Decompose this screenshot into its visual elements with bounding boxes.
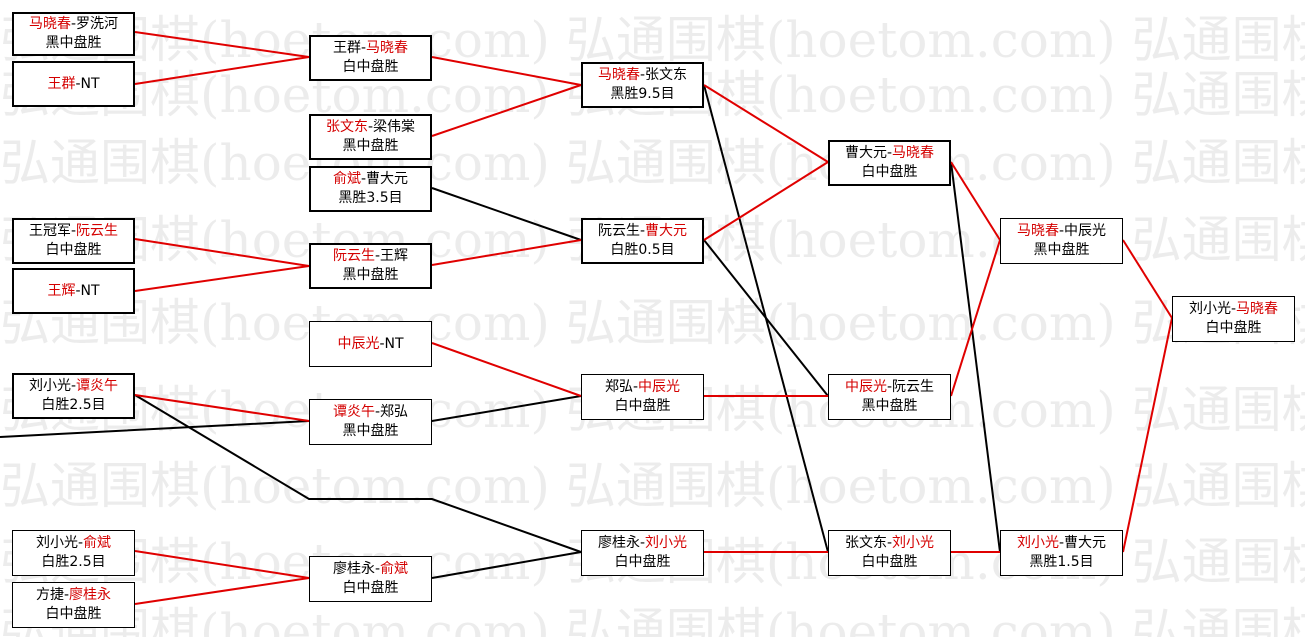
match-box-final: 刘小光-马晓春 白中盘胜 [1172, 296, 1295, 342]
watermark: 弘通围棋(hoetom.com) 弘通围棋(hoetom.com) 弘通围棋(h… [0, 603, 1305, 637]
match-box: 中辰光-阮云生 黑中盘胜 [828, 374, 951, 420]
watermark: 弘通围棋(hoetom.com) 弘通围棋(hoetom.com) 弘通围棋(h… [0, 11, 1305, 69]
match-box: 阮云生-曹大元 白胜0.5目 [581, 218, 704, 264]
match-box: 王群-马晓春 白中盘胜 [309, 35, 432, 81]
match-result: 黑胜1.5目 [1029, 554, 1094, 570]
match-result: 白胜2.5目 [41, 554, 106, 570]
match-players: 刘小光-谭炎午 [28, 378, 119, 394]
match-players: 俞斌-曹大元 [332, 171, 409, 187]
match-box: 刘小光-曹大元 黑胜1.5目 [1000, 530, 1123, 576]
match-players: 张文东-刘小光 [844, 535, 935, 551]
match-result: 黑中盘胜 [861, 398, 918, 414]
connector-line-loser [703, 239, 829, 397]
match-players: 谭炎午-郑弘 [332, 404, 409, 420]
match-box: 廖桂永-俞斌 白中盘胜 [309, 556, 432, 602]
connector-line-loser [431, 187, 582, 241]
connector-line-winner [134, 56, 310, 85]
match-result: 黑中盘胜 [342, 267, 399, 283]
connector-line-loser [950, 161, 1001, 553]
match-result: 白中盘胜 [861, 554, 918, 570]
match-result: 白中盘胜 [45, 606, 102, 622]
match-players: 马晓春-张文东 [597, 67, 688, 83]
match-result: 白中盘胜 [861, 164, 918, 180]
match-players: 方捷-廖桂永 [35, 587, 112, 603]
match-result: 白中盘胜 [342, 59, 399, 75]
match-box: 刘小光-俞斌 白胜2.5目 [12, 530, 135, 576]
match-result: 白中盘胜 [45, 242, 102, 258]
match-result: 黑胜9.5目 [610, 86, 675, 102]
watermark: 弘通围棋(hoetom.com) 弘通围棋(hoetom.com) 弘通围棋(h… [0, 457, 1305, 515]
match-players: 廖桂永-俞斌 [332, 561, 409, 577]
connector-line-winner [431, 342, 582, 397]
connector-line-winner [703, 84, 829, 163]
connector-line-winner [950, 239, 1001, 397]
match-players: 马晓春-中辰光 [1016, 223, 1107, 239]
match-result: 黑中盘胜 [1033, 242, 1090, 258]
connector-line-winner [431, 239, 582, 266]
match-players: 刘小光-马晓春 [1188, 301, 1279, 317]
match-box: 王辉-NT [12, 268, 135, 314]
match-box: 方捷-廖桂永 白中盘胜 [12, 582, 135, 628]
match-result: 白胜2.5目 [41, 397, 106, 413]
connector-line-loser [431, 551, 582, 579]
match-players: 刘小光-曹大元 [1016, 535, 1107, 551]
match-box: 张文东-刘小光 白中盘胜 [828, 530, 951, 576]
match-players: 王冠军-阮云生 [28, 223, 119, 239]
match-result: 黑中盘胜 [342, 138, 399, 154]
match-box: 郑弘-中辰光 白中盘胜 [581, 374, 704, 420]
match-box: 马晓春-罗洗河 黑中盘胜 [12, 12, 135, 56]
match-players: 中辰光-NT [337, 335, 404, 352]
match-result: 黑胜3.5目 [338, 190, 403, 206]
connector-line-winner [134, 238, 310, 267]
watermark: 弘通围棋(hoetom.com) 弘通围棋(hoetom.com) 弘通围棋(h… [0, 134, 1305, 192]
match-result: 白中盘胜 [614, 554, 671, 570]
match-players: 王辉-NT [47, 282, 100, 299]
connector-line-winner [1122, 317, 1173, 553]
connector-line-winner [431, 84, 582, 137]
connector-line-winner [134, 577, 310, 605]
match-players: 曹大元-马晓春 [844, 145, 935, 161]
match-result: 黑中盘胜 [45, 35, 102, 51]
connector-line-winner [134, 550, 310, 579]
match-players: 张文东-梁伟棠 [325, 119, 416, 135]
match-box: 曹大元-马晓春 白中盘胜 [828, 140, 951, 186]
match-players: 廖桂永-刘小光 [597, 535, 688, 551]
match-players: 郑弘-中辰光 [604, 379, 681, 395]
match-players: 阮云生-王辉 [332, 248, 409, 264]
match-box: 俞斌-曹大元 黑胜3.5目 [309, 166, 432, 212]
match-result: 白胜0.5目 [610, 242, 675, 258]
match-box: 刘小光-谭炎午 白胜2.5目 [12, 373, 135, 419]
match-result: 白中盘胜 [614, 398, 671, 414]
match-box: 廖桂永-刘小光 白中盘胜 [581, 530, 704, 576]
connector-line-winner [134, 265, 310, 292]
match-players: 刘小光-俞斌 [35, 535, 112, 551]
watermark: 弘通围棋(hoetom.com) 弘通围棋(hoetom.com) 弘通围棋(h… [0, 294, 1305, 352]
match-box: 阮云生-王辉 黑中盘胜 [309, 243, 432, 289]
connector-line-winner [950, 161, 1001, 241]
match-result: 黑中盘胜 [342, 423, 399, 439]
match-players: 阮云生-曹大元 [597, 223, 688, 239]
match-players: 马晓春-罗洗河 [28, 16, 119, 32]
match-box: 王群-NT [12, 61, 135, 107]
match-box: 谭炎午-郑弘 黑中盘胜 [309, 399, 432, 445]
match-box: 张文东-梁伟棠 黑中盘胜 [309, 114, 432, 160]
connector-line-winner [703, 161, 829, 241]
connector-line-winner [134, 394, 310, 422]
connector-line-loser [134, 394, 582, 553]
match-box: 马晓春-张文东 黑胜9.5目 [581, 62, 704, 108]
match-players: 中辰光-阮云生 [844, 379, 935, 395]
connector-line-winner [431, 56, 582, 86]
match-result: 白中盘胜 [342, 580, 399, 596]
match-players: 王群-NT [47, 75, 100, 92]
match-box: 马晓春-中辰光 黑中盘胜 [1000, 218, 1123, 264]
match-box: 中辰光-NT [309, 321, 432, 367]
match-result: 白中盘胜 [1205, 320, 1262, 336]
match-players: 王群-马晓春 [332, 40, 409, 56]
match-box: 王冠军-阮云生 白中盘胜 [12, 218, 135, 264]
connector-line-winner [134, 31, 310, 58]
connector-line-winner [1122, 239, 1173, 319]
